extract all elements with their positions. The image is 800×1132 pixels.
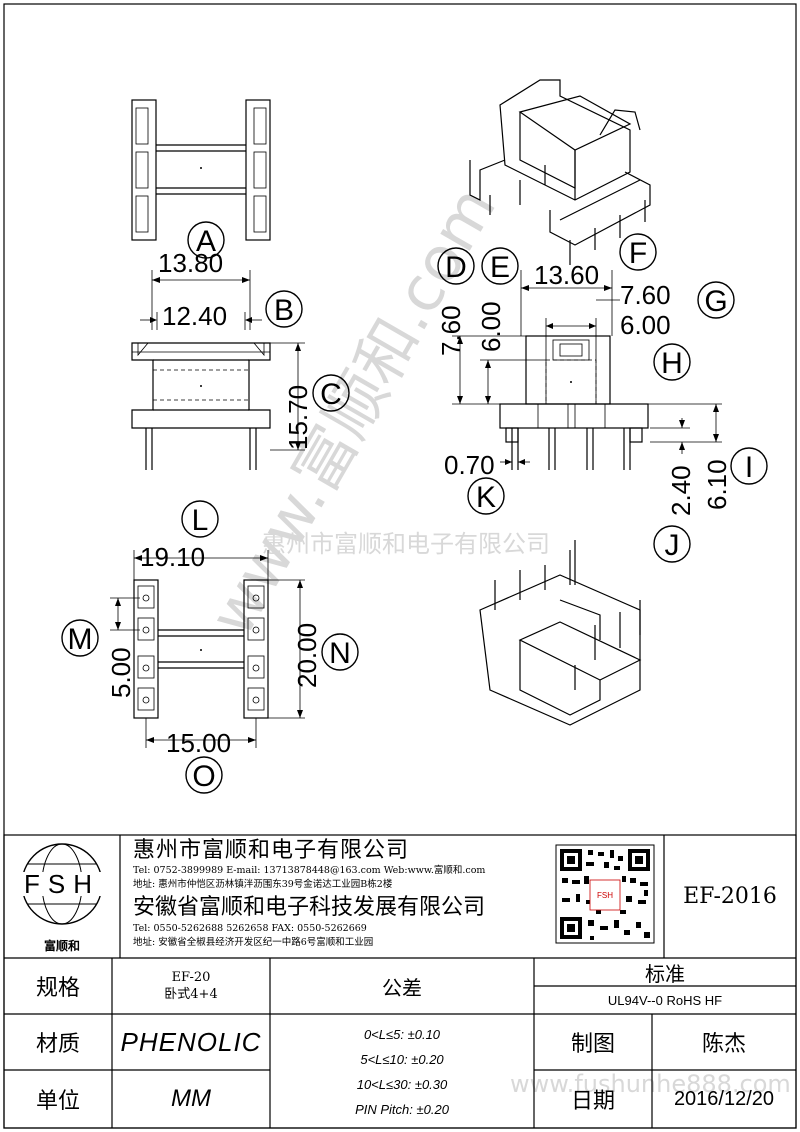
label-o: O	[192, 760, 215, 793]
view-side	[499, 335, 649, 470]
view-j-isometric	[479, 540, 642, 726]
label-i: I	[745, 451, 753, 484]
label-j: J	[665, 529, 680, 562]
label-a: A	[196, 225, 216, 258]
spec-type: 卧式4+4	[164, 987, 218, 1002]
label-c: C	[320, 378, 342, 411]
company-1-address: 地址: 惠州市仲恺区沥林镇泮沥围东39号金诺达工业园B栋2楼	[133, 879, 393, 890]
logo-caption: 富顺和	[44, 938, 80, 953]
dims-view-bottom	[110, 550, 305, 748]
unit-value: MM	[171, 1085, 211, 1112]
tolerance-row-2: 5<L≤10: ±0.20	[360, 1052, 444, 1067]
material-value: PHENOLIC	[120, 1026, 262, 1057]
company-1-name: 惠州市富顺和电子有限公司	[133, 838, 410, 863]
view-c-front	[131, 270, 271, 470]
view-f-isometric	[469, 79, 651, 265]
dim-7-60-side: 7.60	[436, 305, 466, 356]
drawn-label: 制图	[570, 1031, 615, 1056]
tolerance-label: 公差	[382, 977, 422, 1000]
date-value: 2016/12/20	[673, 1087, 775, 1110]
dim-6-00-top: 6.00	[620, 310, 671, 340]
dim-20-00: 20.00	[292, 623, 322, 688]
fsh-logo: FSH 富顺和	[20, 843, 104, 953]
standard-value: UL94V--0 RoHS HF	[607, 992, 723, 1008]
dim-0-70: 0.70	[444, 450, 495, 480]
watermark-site: www.fushunhe888.com	[510, 1070, 791, 1098]
qr-code: FSH	[555, 844, 655, 944]
label-h: H	[661, 347, 683, 380]
date-label: 日期	[570, 1088, 615, 1113]
drawn-value: 陈杰	[701, 1031, 746, 1056]
view-labels	[61, 221, 768, 794]
company-2-address: 地址: 安徽省全椒县经济开发区纪一中路6号富顺和工业园	[133, 937, 374, 948]
label-k: K	[476, 481, 496, 514]
label-n: N	[329, 637, 351, 670]
dim-12-40: 12.40	[162, 301, 227, 331]
dim-2-40: 2.40	[666, 465, 696, 516]
tolerance-row-1: 0<L≤5: ±0.10	[363, 1027, 441, 1042]
title-block-grid	[3, 834, 797, 1129]
spec-label: 规格	[35, 975, 80, 1000]
dim-19-10: 19.10	[140, 542, 205, 572]
watermark-url: www.富顺和.com	[195, 174, 510, 647]
dim-7-60-top: 7.60	[620, 280, 671, 310]
company-info: 惠州市富顺和电子有限公司 Tel: 0752-3899989 E-mail: 1…	[133, 838, 553, 950]
part-number: EF-2016	[683, 884, 777, 909]
dim-13-80: 13.80	[158, 248, 223, 278]
label-l: L	[192, 504, 209, 537]
dims-view-side	[452, 270, 722, 465]
qr-label: FSH	[597, 891, 613, 900]
standard-label: 标准	[645, 963, 685, 986]
label-e: E	[490, 251, 510, 284]
label-g: G	[704, 285, 727, 318]
view-label-letters: A B C D E F G H I K J L M N O	[68, 225, 754, 793]
dimension-labels: 13.80 12.40 15.70 13.60 7.60 6.00 7.60 6…	[106, 248, 732, 758]
material-label: 材质	[35, 1031, 80, 1056]
spec-value: EF-20 卧式4+4	[112, 958, 270, 1014]
company-2-name: 安徽省富顺和电子科技发展有限公司	[133, 895, 486, 920]
dim-15-00: 15.00	[166, 728, 231, 758]
company-1-contact: Tel: 0752-3899989 E-mail: 13713878448@16…	[133, 865, 486, 876]
logo-text: FSH	[24, 869, 100, 899]
dim-15-70: 15.70	[283, 385, 313, 450]
label-b: B	[274, 294, 294, 327]
label-f: F	[629, 237, 647, 270]
label-d: D	[445, 251, 467, 284]
dim-6-10: 6.10	[702, 459, 732, 510]
view-a-top	[131, 99, 271, 241]
dim-6-00-side: 6.00	[476, 301, 506, 352]
label-m: M	[68, 623, 93, 656]
tolerance-table: 0<L≤5: ±0.10 5<L≤10: ±0.20 10<L≤30: ±0.3…	[270, 1020, 534, 1124]
watermark-company: 惠州市富顺和电子有限公司	[262, 530, 550, 558]
dim-13-60: 13.60	[534, 260, 599, 290]
company-2-contact: Tel: 0550-5262688 5262658 FAX: 0550-5262…	[133, 923, 367, 934]
spec-model: EF-20	[171, 970, 211, 985]
dim-5-00: 5.00	[106, 647, 136, 698]
unit-label: 单位	[35, 1088, 80, 1113]
tolerance-row-4: PIN Pitch: ±0.20	[355, 1102, 449, 1117]
tolerance-row-3: 10<L≤30: ±0.30	[356, 1077, 448, 1092]
dims-view-c	[140, 277, 305, 451]
